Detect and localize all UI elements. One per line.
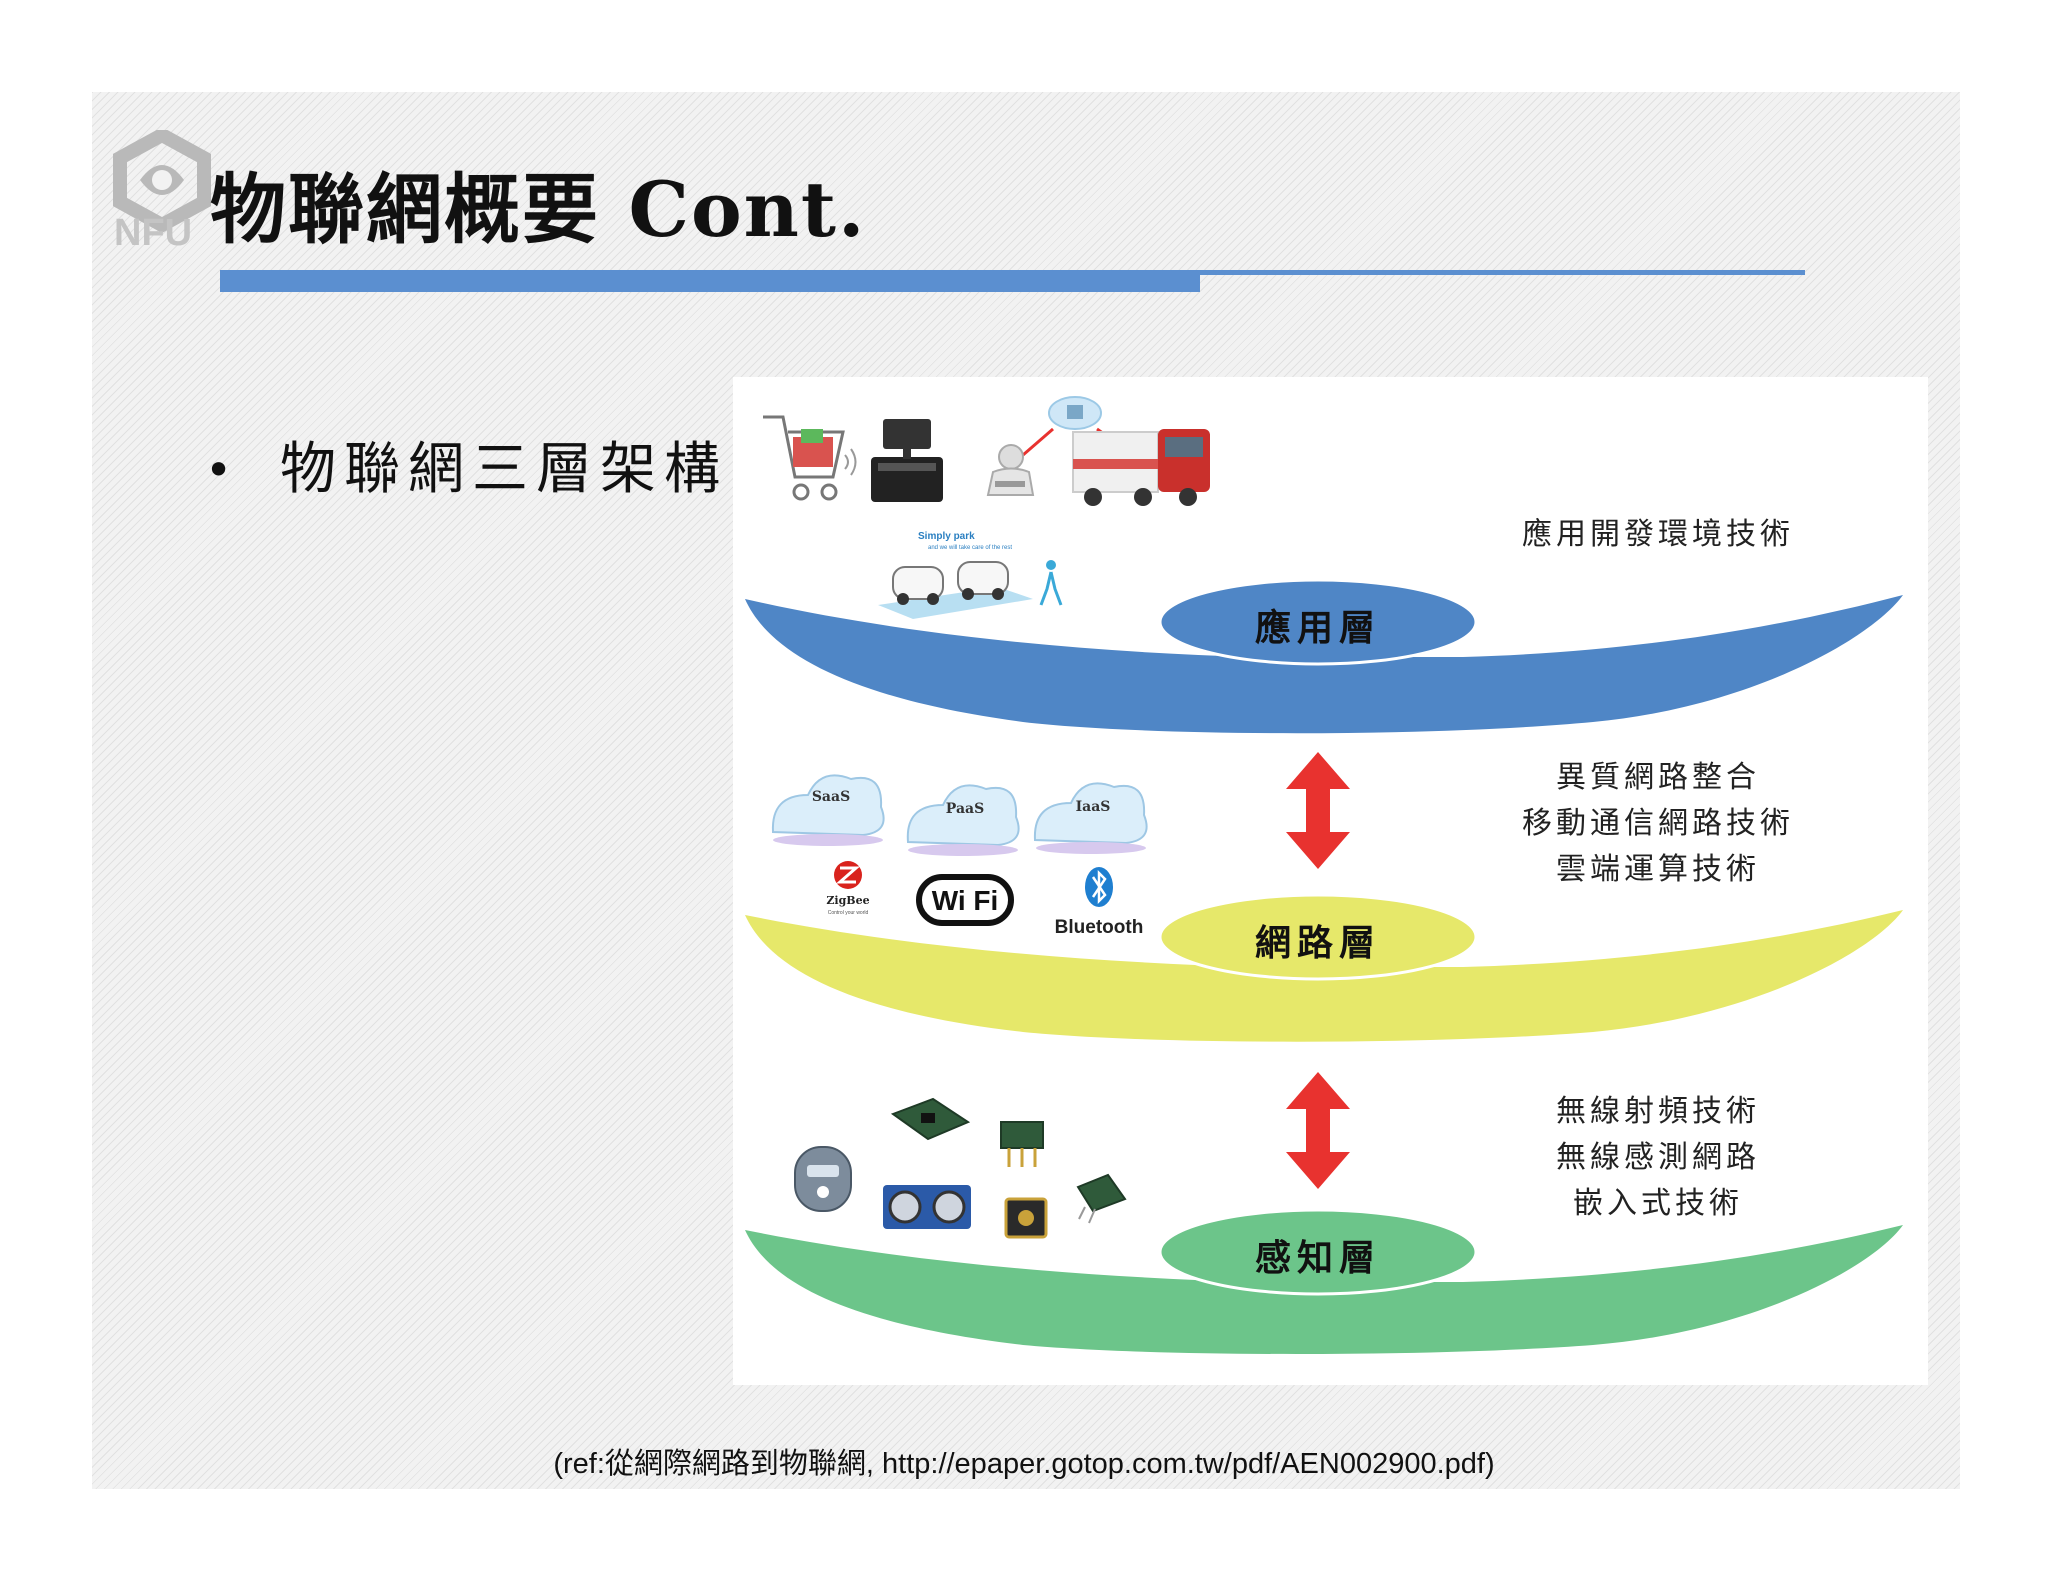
- zigbee-label: ZigBee: [826, 894, 869, 907]
- pin-header-module-icon: [1000, 1121, 1044, 1167]
- application-layer-ellipse: [1158, 578, 1478, 666]
- bullet-marker: •: [205, 443, 233, 497]
- application-tech-item: 應用開發環境技術: [1522, 517, 1794, 552]
- cloud-label-iaas: IaaS: [1076, 799, 1111, 815]
- saas-cloud-icon: SaaS: [771, 774, 885, 846]
- iot-three-layer-diagram: Simply park and we will take care of the…: [733, 377, 1928, 1385]
- network-layer-label: 網路層: [1255, 922, 1382, 964]
- chip-sensor-icon: [1076, 1173, 1127, 1224]
- zigbee-logo: ZigBee Control your world: [826, 861, 870, 916]
- perception-layer-ellipse: [1158, 1208, 1478, 1296]
- cloud-label-saas: SaaS: [812, 789, 850, 805]
- perception-layer-label: 感知層: [1255, 1237, 1382, 1279]
- rfid-reader-icon: [794, 1146, 852, 1212]
- rfid-signal-icon: [844, 448, 857, 476]
- bullet-text: 物聯網三層架構: [280, 437, 728, 502]
- perception-tech-list: 無線射頻技術 無線感測網路 嵌入式技術: [1493, 1089, 1823, 1227]
- double-arrow-lower: [1286, 1072, 1350, 1189]
- application-tech-list: 應用開發環境技術: [1493, 512, 1823, 558]
- wifi-label: Wi Fi: [932, 885, 999, 916]
- network-layer-ellipse: [1158, 893, 1478, 981]
- cloud-server-icon: [1022, 396, 1126, 457]
- paas-cloud-icon: PaaS: [906, 784, 1020, 856]
- shopping-cart-icon: [763, 415, 845, 501]
- bluetooth-label: Bluetooth: [1055, 917, 1144, 938]
- page-title: 物聯網概要 Cont.: [210, 165, 867, 254]
- network-tech-item: 移動通信網路技術: [1522, 806, 1794, 841]
- person-laptop-icon: [986, 444, 1035, 496]
- application-layer-label: 應用層: [1255, 607, 1382, 649]
- zigbee-sublabel: Control your world: [828, 910, 869, 916]
- title-underline-thin: [1200, 270, 1805, 275]
- perception-tech-item: 無線感測網路: [1556, 1140, 1760, 1175]
- bluetooth-logo: Bluetooth: [1055, 867, 1144, 938]
- double-arrow-upper: [1286, 752, 1350, 869]
- cloud-label-paas: PaaS: [946, 801, 984, 817]
- truck-icon: [1072, 429, 1210, 506]
- iaas-cloud-icon: IaaS: [1033, 782, 1148, 854]
- perception-tech-item: 嵌入式技術: [1573, 1186, 1743, 1221]
- smart-parking-icon: Simply park and we will take care of the…: [878, 531, 1063, 619]
- network-tech-list: 異質網路整合 移動通信網路技術 雲端運算技術: [1493, 755, 1823, 893]
- wifi-logo: Wi Fi: [916, 874, 1014, 926]
- network-tech-item: 異質網路整合: [1556, 760, 1760, 795]
- network-tech-item: 雲端運算技術: [1556, 852, 1760, 887]
- cash-register-icon: [871, 419, 943, 502]
- diagram-svg: Simply park and we will take care of the…: [745, 396, 1903, 1354]
- relay-module-icon: [1004, 1197, 1048, 1239]
- ultrasonic-sensor-icon: [883, 1185, 971, 1229]
- title-underline-thick: [220, 270, 1200, 292]
- logo-text: NFU: [114, 212, 192, 250]
- nfu-logo: NFU: [112, 127, 212, 254]
- perception-tech-item: 無線射頻技術: [1556, 1094, 1760, 1129]
- parking-title: Simply park: [918, 531, 975, 542]
- reference-caption: (ref:從網際網路到物聯網, http://epaper.gotop.com.…: [553, 1448, 1495, 1480]
- sensor-board-icon: [890, 1097, 971, 1141]
- parking-subtitle: and we will take care of the rest: [928, 545, 1012, 551]
